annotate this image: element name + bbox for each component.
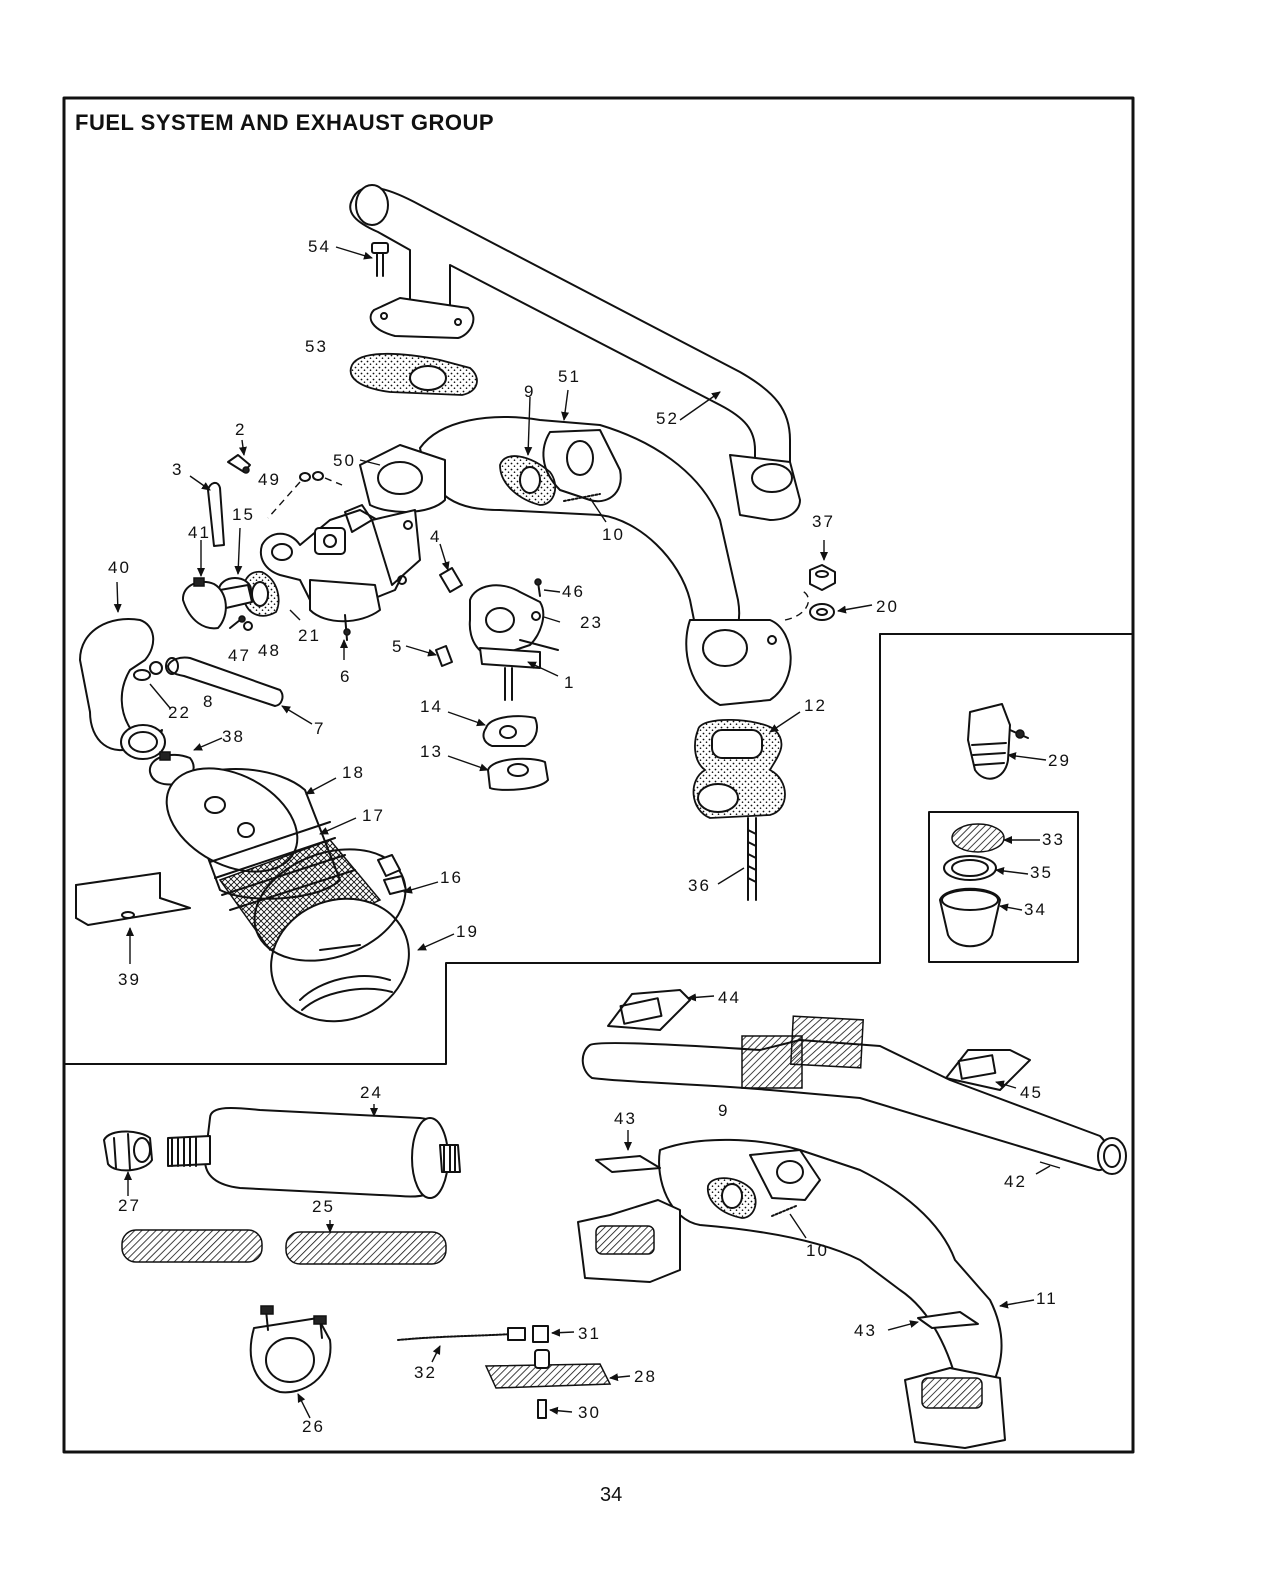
part-label-45: 45 [1020, 1083, 1043, 1102]
part-label-18: 18 [342, 763, 365, 782]
stud-36 [718, 818, 756, 900]
part-label-19: 19 [456, 922, 479, 941]
fitting-31 [533, 1326, 574, 1342]
muffler-24 [168, 1104, 460, 1198]
part-label-17: 17 [362, 806, 385, 825]
part-label-24: 24 [360, 1083, 383, 1102]
part-label-27: 27 [118, 1196, 141, 1215]
part-label-28: 28 [634, 1367, 657, 1386]
part-label-10: 10 [602, 525, 625, 544]
washer-20 [810, 604, 872, 620]
screen-33 [952, 824, 1040, 852]
elbow-fitting-2 [228, 440, 250, 473]
bowl-34 [940, 889, 1022, 947]
part-label-35: 35 [1030, 863, 1053, 882]
part-label-44: 44 [718, 988, 741, 1007]
part-label-36: 36 [688, 876, 711, 895]
part-label-15: 15 [232, 505, 255, 524]
part-label-29: 29 [1048, 751, 1071, 770]
page-number: 34 [600, 1484, 622, 1507]
gasket-14 [448, 712, 537, 746]
part-label-31: 31 [578, 1324, 601, 1343]
part-label-9: 9 [524, 382, 535, 401]
clip-8 [150, 662, 162, 674]
screw-46 [535, 579, 541, 596]
bracket-28 [486, 1350, 630, 1388]
part-label-51: 51 [558, 367, 581, 386]
part-label-41: 41 [188, 523, 211, 542]
part-label-13: 13 [420, 742, 443, 761]
nut-37 [810, 540, 835, 590]
part-label-5: 5 [392, 637, 403, 656]
part-label-48: 48 [258, 641, 281, 660]
gasket-12 [694, 712, 800, 818]
part-label-14: 14 [420, 697, 443, 716]
part-label-9-lower: 9 [718, 1101, 729, 1120]
part-label-3: 3 [172, 460, 183, 479]
part-label-43: 43 [614, 1109, 637, 1128]
part-label-21: 21 [298, 626, 321, 645]
part-label-1: 1 [564, 673, 575, 692]
part-label-7: 7 [314, 719, 325, 738]
spacer-13 [448, 756, 548, 790]
cable-32 [398, 1328, 525, 1362]
part-label-16: 16 [440, 868, 463, 887]
screw-30 [538, 1400, 572, 1418]
part-label-10-lower: 10 [806, 1241, 829, 1260]
bolt-54 [336, 243, 388, 276]
carburetor-assembly [261, 505, 420, 640]
fuel-pump-1 [470, 585, 558, 700]
part-label-12: 12 [804, 696, 827, 715]
part-label-46: 46 [562, 582, 585, 601]
part-label-38: 38 [222, 727, 245, 746]
exhaust-manifold-11 [578, 1140, 1034, 1448]
part-label-42: 42 [1004, 1172, 1027, 1191]
u-clamp-26 [251, 1306, 331, 1418]
part-label-30: 30 [578, 1403, 601, 1422]
fitting-4 [440, 544, 462, 592]
part-label-23: 23 [580, 613, 603, 632]
bracket-39 [76, 873, 190, 964]
strap-44 [608, 990, 714, 1030]
diagram-title: FUEL SYSTEM AND EXHAUST GROUP [75, 110, 494, 136]
part-label-39: 39 [118, 970, 141, 989]
part-label-53: 53 [305, 337, 328, 356]
gasket-53 [351, 354, 477, 395]
air-hose-40 [80, 582, 165, 759]
fitting-5 [406, 646, 452, 666]
tail-pipe-27 [104, 1132, 152, 1197]
screws-47-48 [230, 616, 252, 630]
part-label-32: 32 [414, 1363, 437, 1382]
flex-hose-25 [122, 1220, 446, 1264]
clamp-22 [134, 670, 170, 708]
part-label-54: 54 [308, 237, 331, 256]
part-label-50: 50 [333, 451, 356, 470]
part-label-43-lower: 43 [854, 1321, 877, 1340]
part-label-25: 25 [312, 1197, 335, 1216]
part-label-52: 52 [656, 409, 679, 428]
gasket-35 [944, 856, 1028, 880]
part-label-37: 37 [812, 512, 835, 531]
fuel-filter-bowl-29 [968, 704, 1046, 779]
part-label-2: 2 [235, 420, 246, 439]
part-label-8: 8 [203, 692, 214, 711]
clamp-41 [183, 540, 226, 628]
part-label-20: 20 [876, 597, 899, 616]
part-label-26: 26 [302, 1417, 325, 1436]
washer-23 [532, 612, 560, 622]
part-label-11: 11 [1036, 1289, 1058, 1308]
part-label-33: 33 [1042, 830, 1065, 849]
part-label-4: 4 [430, 527, 441, 546]
part-label-40: 40 [108, 558, 131, 577]
part-label-6: 6 [340, 667, 351, 686]
part-label-49: 49 [258, 470, 281, 489]
part-label-22: 22 [168, 703, 191, 722]
part-label-47: 47 [228, 646, 251, 665]
part-label-34: 34 [1024, 900, 1047, 919]
